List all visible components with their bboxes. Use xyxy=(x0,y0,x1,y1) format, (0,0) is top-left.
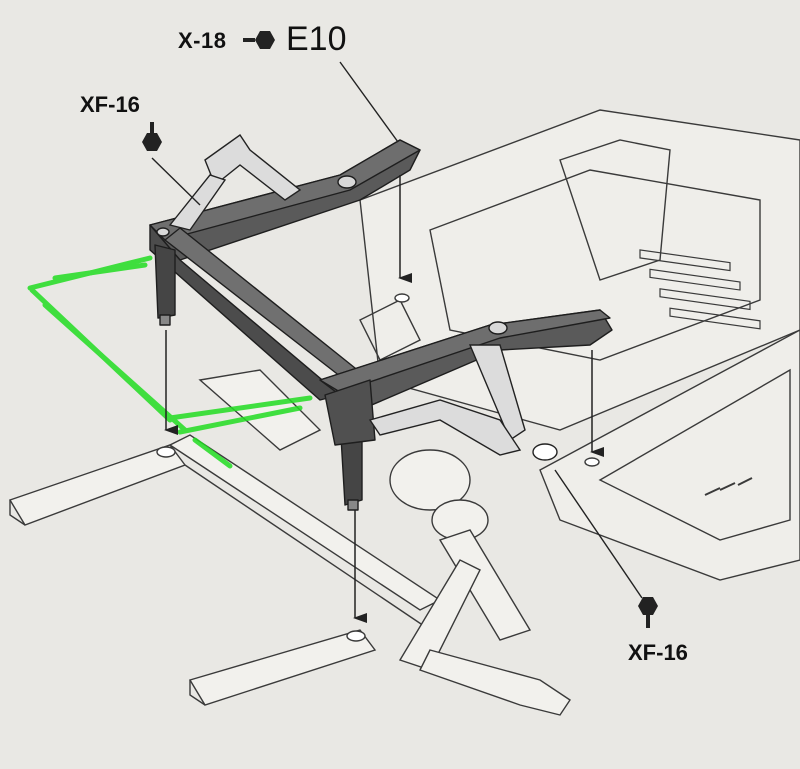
leader-lines xyxy=(151,61,643,599)
part-code-label: E10 xyxy=(286,20,347,58)
screw-label-left: XF-16 xyxy=(80,92,140,117)
vent-slots xyxy=(639,249,761,330)
hex-screw-icon xyxy=(638,597,658,628)
insertion-arrows xyxy=(164,175,604,623)
hex-screw-icon xyxy=(243,31,275,49)
green-highlight xyxy=(27,255,313,469)
hex-screw-icon xyxy=(142,122,162,151)
suspension-arms xyxy=(168,134,558,461)
screw-label-right: XF-16 xyxy=(628,640,688,665)
screw-code-label: X-18 xyxy=(178,28,227,53)
